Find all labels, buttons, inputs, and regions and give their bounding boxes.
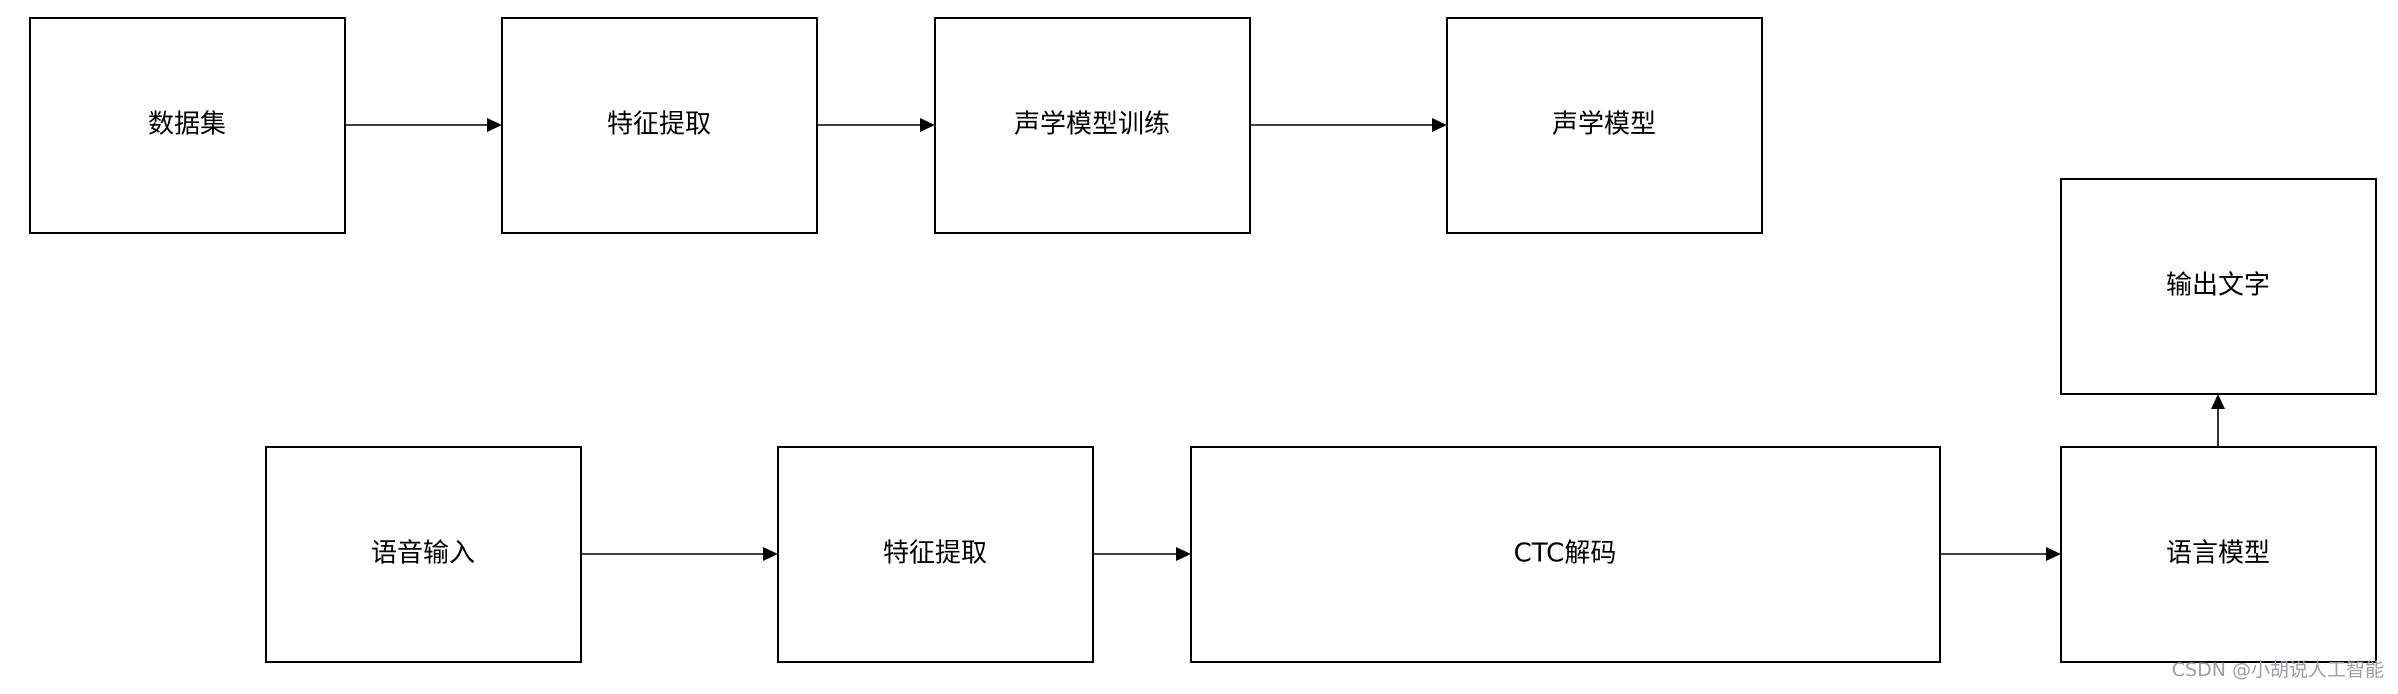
arrow-feature-extraction-to-ctc-decoding [1093,547,1191,561]
node-feature-extraction-recognition: 特征提取 [777,446,1094,663]
node-feature-extraction-training-label: 特征提取 [607,110,711,140]
node-ctc-decoding: CTC解码 [1190,446,1941,663]
node-feature-extraction-recognition-label: 特征提取 [883,539,987,569]
watermark-text: CSDN @小胡说人工智能 [2171,659,2384,681]
node-feature-extraction-training: 特征提取 [501,17,818,234]
node-speech-input: 语音输入 [265,446,582,663]
node-speech-input-label: 语音输入 [371,539,475,569]
node-acoustic-model: 声学模型 [1446,17,1763,234]
arrow-ctc-decoding-to-language-model [1940,547,2061,561]
node-acoustic-model-training: 声学模型训练 [934,17,1251,234]
arrow-language-model-to-output-text [2211,394,2225,447]
node-acoustic-model-label: 声学模型 [1552,110,1656,140]
node-dataset: 数据集 [29,17,346,234]
node-language-model: 语言模型 [2060,446,2377,663]
node-ctc-decoding-label: CTC解码 [1514,539,1617,569]
node-language-model-label: 语言模型 [2166,539,2270,569]
arrow-feature-extraction-to-acoustic-training [817,118,935,132]
node-output-text: 输出文字 [2060,178,2377,395]
arrow-dataset-to-feature-extraction [345,118,502,132]
arrow-speech-input-to-feature-extraction [581,547,778,561]
node-dataset-label: 数据集 [148,110,226,140]
node-acoustic-model-training-label: 声学模型训练 [1014,110,1170,140]
arrow-acoustic-training-to-acoustic-model [1250,118,1447,132]
node-output-text-label: 输出文字 [2166,271,2270,301]
